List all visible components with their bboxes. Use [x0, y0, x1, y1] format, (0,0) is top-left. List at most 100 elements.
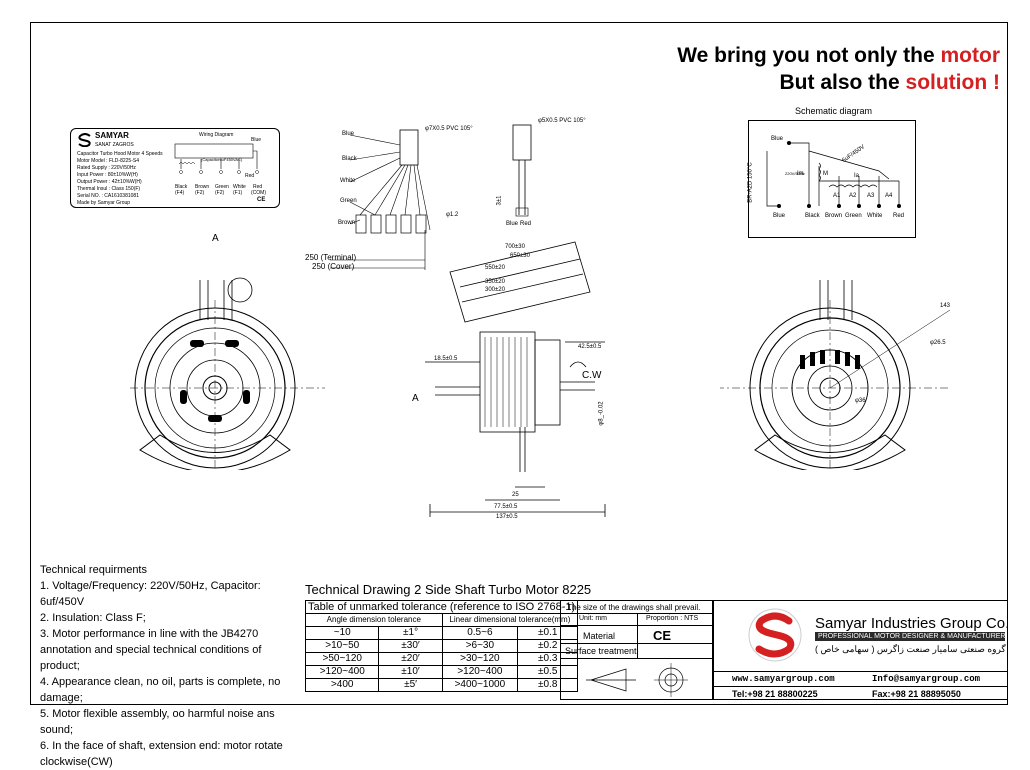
tech-heading: Technical requirments	[40, 564, 147, 576]
coil-label: A1	[833, 193, 841, 199]
nameplate-row: Capacitor Turbo Hood Motor 4 Speeds	[77, 151, 163, 157]
coil-label: A4	[885, 193, 893, 199]
motor-side-view	[425, 241, 606, 517]
wire-label-left: Blue	[342, 131, 355, 137]
ce-mark-large: CE	[653, 628, 672, 643]
nameplate-row: Made by Samyar Group	[77, 200, 131, 206]
schematic-bottom-label: Red	[893, 213, 905, 219]
wire-code: (COM)	[251, 190, 266, 196]
proportion-label: Proportion : NTS	[646, 615, 699, 622]
table-row: >400 ±5′ >400~1000 ±0.8	[304, 678, 579, 692]
table-cell: ±20′	[378, 652, 443, 666]
cable-spec-left: φ7X0.5 PVC 105°	[425, 126, 473, 132]
samyar-logo-icon	[78, 133, 91, 147]
side-dim: 18.5±0.5	[434, 356, 458, 362]
material-label: Material	[583, 631, 616, 641]
company-website[interactable]: www.samyargroup.com	[732, 674, 835, 684]
capacitor-lead-drawing	[512, 124, 532, 217]
coil-label: A2	[849, 193, 857, 199]
table-row: ~10 ±1° 0.5~6 ±0.1	[304, 626, 579, 640]
schematic-bottom-label: Blue	[773, 213, 786, 219]
wire-code: (F2)	[195, 190, 205, 196]
company-fax: Fax:+98 21 88895050	[872, 689, 961, 699]
rear-dim: 143	[940, 303, 951, 309]
side-dim: 25	[512, 492, 519, 498]
wire-label-right: Red	[520, 221, 532, 227]
company-logo-icon	[748, 608, 802, 662]
wire-label-left: Brown	[338, 220, 356, 226]
side-dim: 350±20	[485, 279, 505, 285]
wire-label-left: White	[340, 178, 356, 184]
drawing-title: Technical Drawing 2 Side Shaft Turbo Mot…	[305, 582, 592, 597]
projection-symbol-icon	[586, 663, 688, 697]
table-cell: >400	[304, 678, 380, 692]
wire-label: White	[233, 184, 246, 190]
table-row: >10~50 ±30′ >6~30 ±0.2	[304, 639, 579, 653]
table-cell: ±1°	[378, 626, 443, 640]
wire-dim: 3±1	[496, 195, 503, 206]
table-cell: >10~50	[304, 639, 380, 653]
schematic-bottom-label: Green	[845, 213, 862, 219]
capacitor-label: (Capacitor6uF450VAC)	[201, 157, 243, 162]
tech-item: 1. Voltage/Frequency: 220V/50Hz, Capacit…	[40, 580, 261, 608]
headline-accent-motor: motor	[940, 44, 1001, 67]
side-dim: 550±20	[485, 265, 505, 271]
coil-label: Im	[797, 171, 804, 177]
len-terminal: 250 (Terminal)	[305, 253, 357, 262]
coil-label: A3	[867, 193, 875, 199]
unit-label: Unit: mm	[579, 615, 607, 622]
motor-front-view	[130, 277, 325, 470]
table-cell: >400~1000	[441, 678, 519, 692]
wire-code: (F2)	[215, 190, 225, 196]
side-dim: 700±30	[505, 244, 525, 250]
company-tel: Tel:+98 21 88800225	[732, 689, 818, 699]
wiring-diagram-title: Wiring Diagram	[199, 132, 234, 138]
schematic-bottom-label: White	[867, 213, 883, 219]
info-panel: The size of the drawings shall prevail. …	[560, 600, 713, 700]
side-dim: 650±30	[510, 253, 530, 259]
drawing-frame	[30, 22, 1008, 705]
table-cell: 0.5~6	[441, 626, 519, 640]
table-cell: ~10	[304, 626, 380, 640]
wire-label-right: Blue	[506, 221, 519, 227]
tech-item: 6. In the face of shaft, extension end: …	[40, 740, 283, 768]
rear-dim: φ26.5	[930, 340, 946, 346]
ce-mark: CE	[257, 197, 266, 203]
company-email[interactable]: Info@samyargroup.com	[872, 674, 981, 684]
tolerance-caption: Table of unmarked tolerance (reference t…	[304, 600, 579, 614]
dim-small: φ1.2	[446, 212, 459, 218]
wire-label: Brown	[195, 184, 210, 190]
table-cell: ±30′	[378, 639, 443, 653]
nameplate-row: Output Power : 42±10%W(H)	[77, 179, 142, 185]
coil-label: M	[823, 171, 828, 177]
wiring-diagram-icon	[174, 143, 259, 174]
coil-label: Ia	[854, 173, 860, 179]
schematic-supply: 220V/50Hz	[785, 171, 805, 176]
company-name: Samyar Industries Group Co.	[815, 615, 1010, 632]
nameplate-row: Motor Model : FLD-8225-S4	[77, 158, 139, 164]
nameplate-row: Thermal Insul : Class 150(F)	[77, 186, 141, 192]
nameplate-row: Serial NO. : CA1610381081	[77, 193, 139, 199]
table-cell: >120~400	[441, 665, 519, 679]
wire-label: Black	[175, 184, 188, 190]
rotation-direction: C.W	[582, 370, 602, 381]
wire-label: Red	[253, 184, 263, 190]
wire-code: (F4)	[175, 190, 185, 196]
schematic-bottom-label: Brown	[825, 213, 843, 219]
prevail-note: The size of the drawings shall prevail.	[567, 603, 701, 612]
table-cell: ±5′	[378, 678, 443, 692]
tolerance-table: Table of unmarked tolerance (reference t…	[304, 600, 579, 692]
wire-red: Red	[245, 173, 255, 179]
tech-item: 3. Motor performance in line with the JB…	[40, 628, 262, 672]
side-dim: 42.5±0.5	[578, 344, 602, 350]
nameplate-row: Rated Supply : 220V/50Hz	[77, 165, 136, 171]
nameplate-brand-sub: SANAT ZAGROS	[95, 142, 134, 148]
side-dim: 300±20	[485, 287, 505, 293]
table-cell: ±10′	[378, 665, 443, 679]
table-cell: ±0.8	[517, 678, 579, 692]
section-marker-top: A	[212, 233, 219, 244]
side-dim: 77.5±0.5	[494, 504, 518, 510]
wire-label-left: Green	[340, 198, 357, 204]
table-row: >50~120 ±20′ >30~120 ±0.3	[304, 652, 579, 666]
surface-label: Surface treatment	[565, 646, 637, 656]
